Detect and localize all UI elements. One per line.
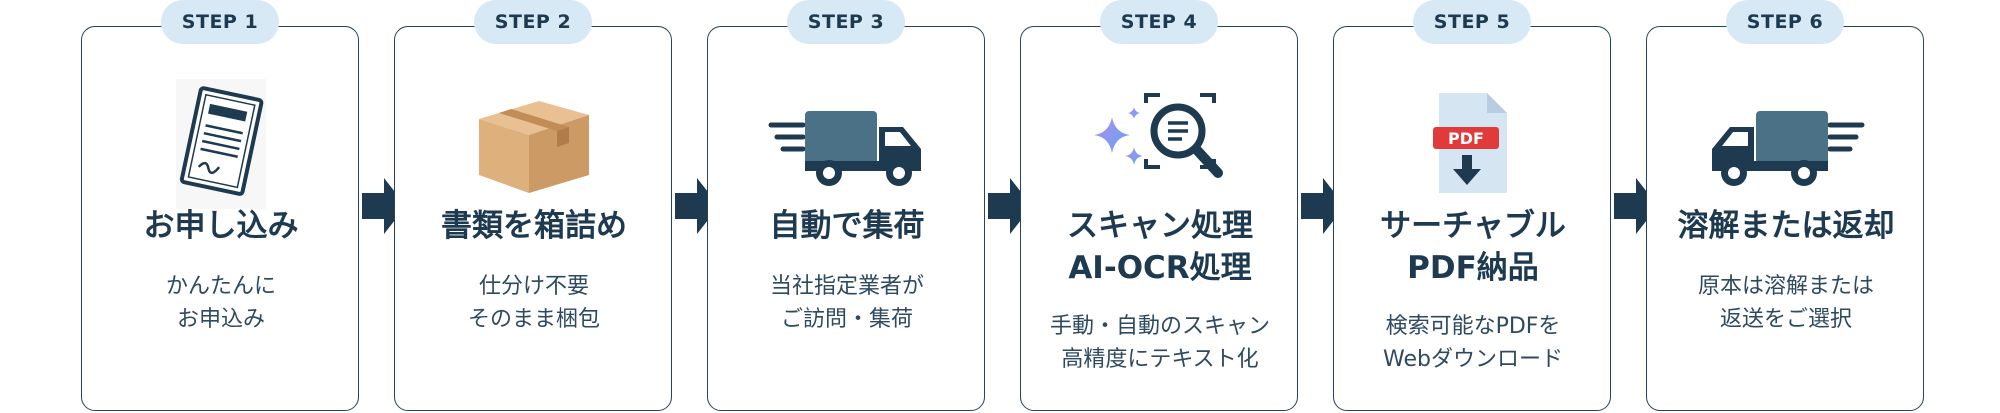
step-badge-3: STEP 3 [787, 0, 905, 44]
step-badge-4: STEP 4 [1100, 0, 1218, 44]
step-badge-6: STEP 6 [1726, 0, 1844, 44]
step-badge-1: STEP 1 [161, 0, 279, 44]
step-title: お申し込み [143, 208, 299, 244]
step-badge-5: STEP 5 [1413, 0, 1531, 44]
pdf-download-icon: PDF [1334, 79, 1612, 209]
step-description: 手動・自動のスキャン高精度にテキスト化 [1049, 314, 1270, 372]
cardboard-box-icon [395, 79, 673, 209]
step-description: 原本は溶解または返送をご選択 [1697, 274, 1874, 332]
svg-text:PDF: PDF [1448, 129, 1484, 148]
step-title: 書類を箱詰め [441, 208, 627, 244]
step-description: 当社指定業者がご訪問・集荷 [769, 274, 924, 332]
step-card-3: 自動で集荷 当社指定業者がご訪問・集荷 [707, 26, 985, 411]
step-card-2: 書類を箱詰め 仕分け不要そのまま梱包 [394, 26, 672, 411]
return-truck-icon [1647, 79, 1925, 209]
step-description: かんたんにお申込み [165, 274, 276, 332]
step-badge-2: STEP 2 [474, 0, 592, 44]
step-title: 自動で集荷 [769, 208, 925, 244]
ai-scan-magnifier-icon [1021, 79, 1299, 209]
step-card-6: 溶解または返却 原本は溶解または返送をご選択 [1646, 26, 1924, 411]
application-form-icon: PDF [82, 79, 360, 209]
step-description: 仕分け不要そのまま梱包 [467, 274, 600, 332]
truck-icon [708, 79, 986, 209]
step-title: 溶解または返却 [1677, 208, 1895, 244]
